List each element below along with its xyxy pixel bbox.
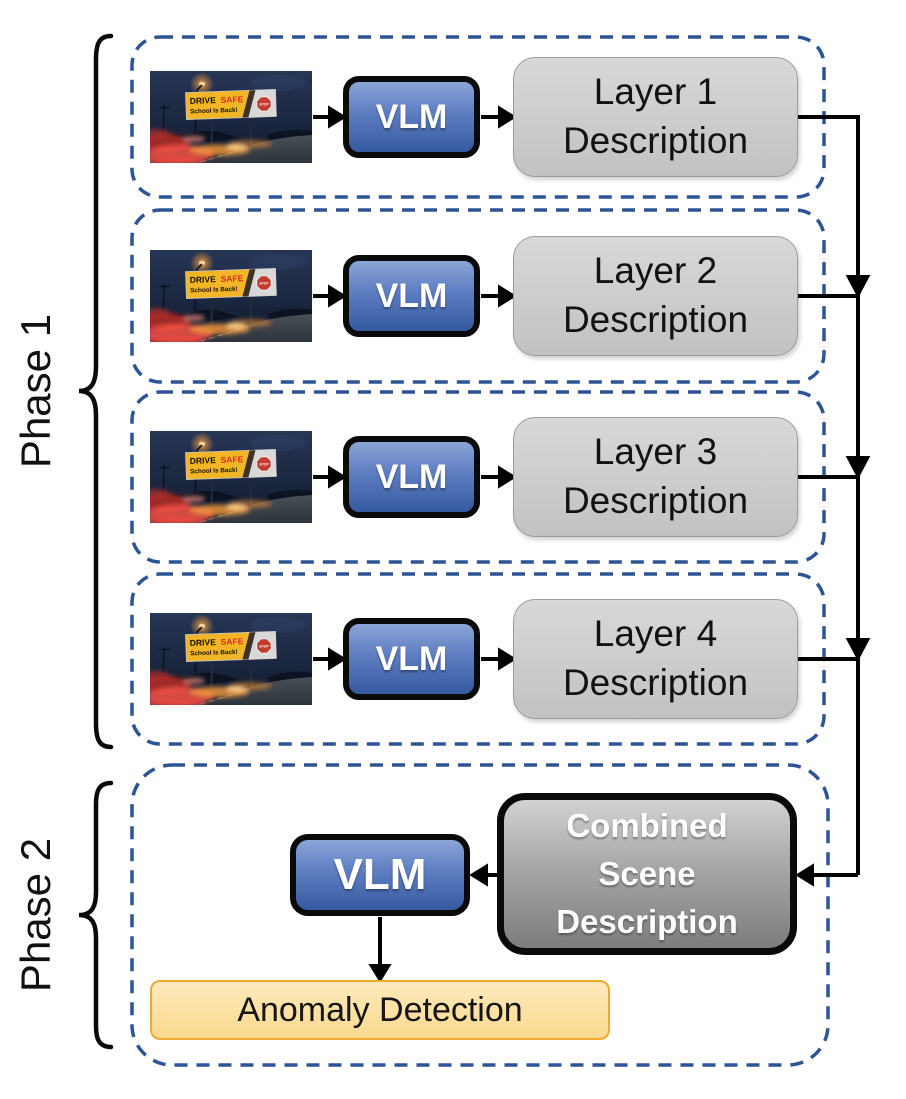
layer3-description-box: Layer 3 Description (513, 417, 798, 537)
combined-line1: Combined (566, 807, 728, 845)
layer1-subtitle: Description (562, 120, 749, 161)
image-to-vlm-arrow-row4 (313, 647, 347, 671)
combined-to-vlm-arrow (469, 863, 497, 887)
layer1-title: Layer 1 (593, 71, 718, 113)
vlm-to-anomaly-arrow (368, 917, 392, 983)
phase1-label: Phase 1 (12, 313, 59, 469)
vlm-to-description-arrow-row3 (481, 465, 517, 489)
layer4-title: Layer 4 (593, 613, 718, 655)
road-scene-image (150, 431, 312, 523)
vlm-label: VLM (375, 276, 448, 315)
layer2-subtitle: Description (562, 299, 749, 340)
phase1-row-1: VLM Layer 1 Description (132, 37, 824, 197)
combined-line2: Scene (598, 855, 696, 893)
layer1-description-box: Layer 1 Description (513, 57, 798, 177)
vlm-to-description-arrow-row2 (481, 284, 517, 308)
vlm-label: VLM (333, 850, 427, 899)
phase1-brace (78, 33, 114, 750)
road-scene-image (150, 71, 312, 163)
vlm-to-description-arrow-row1 (481, 105, 517, 129)
vlm-box-phase2: VLM (290, 834, 470, 916)
road-scene-image (150, 613, 312, 705)
image-to-vlm-arrow-row1 (313, 105, 347, 129)
down-arrowhead-2 (845, 456, 871, 480)
layer4-description-box: Layer 4 Description (513, 599, 798, 719)
vlm-label: VLM (375, 457, 448, 496)
image-to-vlm-arrow-row2 (313, 284, 347, 308)
layer4-subtitle: Description (562, 662, 749, 703)
phase1-row-2: VLM Layer 2 Description (132, 210, 824, 382)
combined-line3: Description (556, 902, 738, 940)
phase1-row-3: VLM Layer 3 Description (132, 392, 824, 562)
phase2-label: Phase 2 (12, 837, 59, 993)
image-to-vlm-arrow-row3 (313, 465, 347, 489)
phase2-outline (130, 763, 830, 1067)
vlm-label: VLM (375, 97, 448, 136)
layer3-subtitle: Description (562, 480, 749, 521)
vlm-to-description-arrow-row4 (481, 647, 517, 671)
phase1-row-4: VLM Layer 4 Description (132, 574, 824, 744)
description-cascade-connector (795, 115, 871, 887)
layer3-title: Layer 3 (593, 431, 718, 473)
road-scene-image (150, 250, 312, 342)
vlm-label: VLM (375, 639, 448, 678)
anomaly-detection-box: Anomaly Detection (150, 980, 610, 1040)
phase2-brace (78, 780, 114, 1050)
into-combined-arrowhead (795, 863, 814, 887)
vlm-box-row1: VLM (343, 76, 480, 158)
combined-scene-description-box: Combined Scene Description (497, 793, 797, 955)
layer2-title: Layer 2 (593, 250, 718, 292)
down-arrowhead-1 (845, 275, 871, 299)
down-arrowhead-3 (845, 638, 871, 662)
phase2-area: VLM Combined Scene Description Anomaly D… (132, 765, 828, 1065)
vlm-box-row2: VLM (343, 255, 480, 337)
anomaly-detection-label: Anomaly Detection (237, 990, 523, 1029)
layer2-description-box: Layer 2 Description (513, 236, 798, 356)
vlm-box-row3: VLM (343, 436, 480, 518)
vlm-box-row4: VLM (343, 618, 480, 700)
